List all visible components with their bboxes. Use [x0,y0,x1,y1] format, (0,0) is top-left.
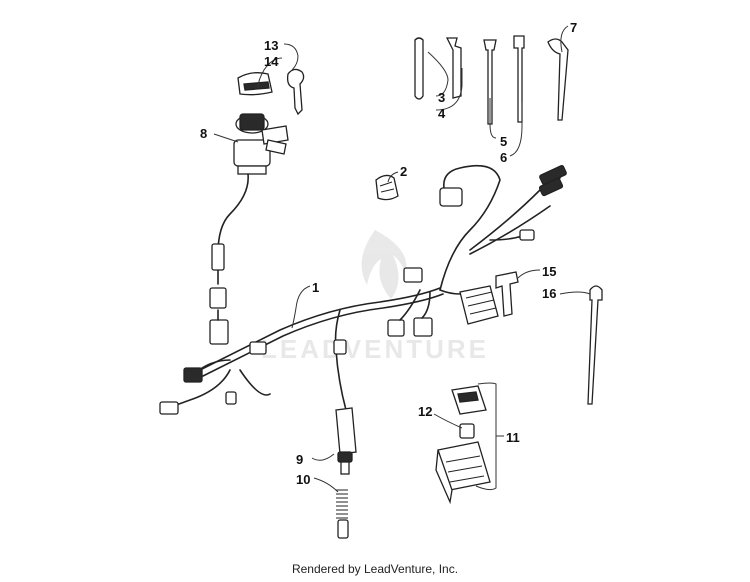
callout-3: 3 [438,90,445,105]
callout-12: 12 [418,404,432,419]
callout-10: 10 [296,472,310,487]
callout-14: 14 [264,54,279,69]
ignition-switch-part [209,113,289,309]
callout-2: 2 [400,164,407,179]
callout-1: 1 [312,280,319,295]
callout-7: 7 [570,20,577,35]
spring-part [336,489,349,539]
callout-6: 6 [500,150,507,165]
callout-15: 15 [542,264,556,279]
callout-5: 5 [500,134,507,149]
footer-credit: Rendered by LeadVenture, Inc. [291,562,459,576]
callout-11: 11 [506,430,520,445]
callout-8: 8 [200,126,207,141]
clip-parts [414,37,462,100]
callout-16: 16 [542,286,556,301]
watermark-text: LEADVENTURE [261,334,489,364]
callout-13: 13 [264,38,278,53]
leader-lines [213,25,591,493]
relay-part [435,385,491,505]
ignition-key-part [237,68,305,116]
bracket-part [495,271,519,317]
sensor-part [335,407,357,475]
callout-labels: 13 14 8 1 2 3 4 5 6 7 15 16 9 10 12 11 [200,20,577,487]
connector-clip-part [375,174,399,201]
callout-4: 4 [438,106,446,121]
watermark: LEADVENTURE [261,230,489,364]
tie-part-7 [547,38,569,121]
push-tie-part [587,285,603,405]
flame-logo-icon [361,230,407,299]
wiring-harness-part [159,164,567,415]
callout-9: 9 [296,452,303,467]
